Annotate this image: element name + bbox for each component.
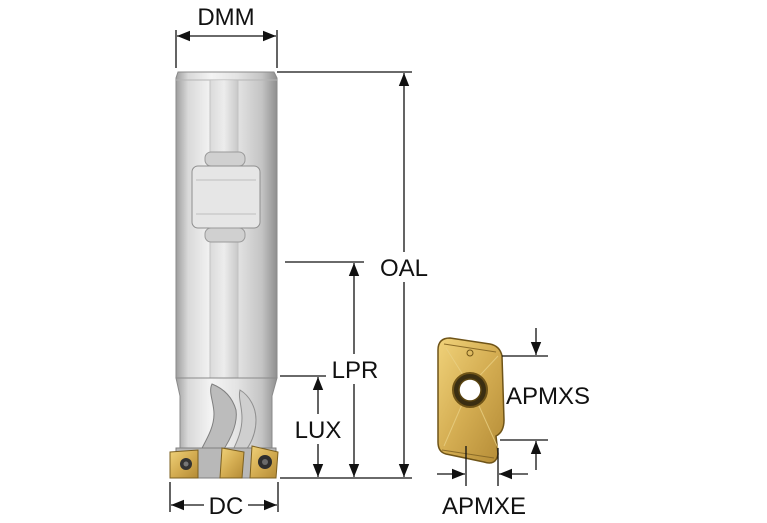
label-dc: DC xyxy=(209,493,244,520)
cutter-insert-center xyxy=(219,447,245,479)
label-lux: LUX xyxy=(295,417,342,444)
label-lpr: LPR xyxy=(332,357,379,384)
dimension-labels: DMM OAL LPR LUX DC APMXS APMXE xyxy=(184,2,590,520)
weldon-flat xyxy=(191,151,261,243)
label-dmm: DMM xyxy=(197,4,254,31)
cutter-insert-left xyxy=(169,449,199,479)
cutter-insert-right xyxy=(249,445,279,479)
insert-detail xyxy=(437,337,505,464)
label-apmxe: APMXE xyxy=(442,493,526,520)
label-apmxs: APMXS xyxy=(506,383,590,410)
label-oal: OAL xyxy=(380,255,428,282)
insert-marker-dot xyxy=(466,349,474,357)
milling-cutter-body xyxy=(169,71,279,479)
